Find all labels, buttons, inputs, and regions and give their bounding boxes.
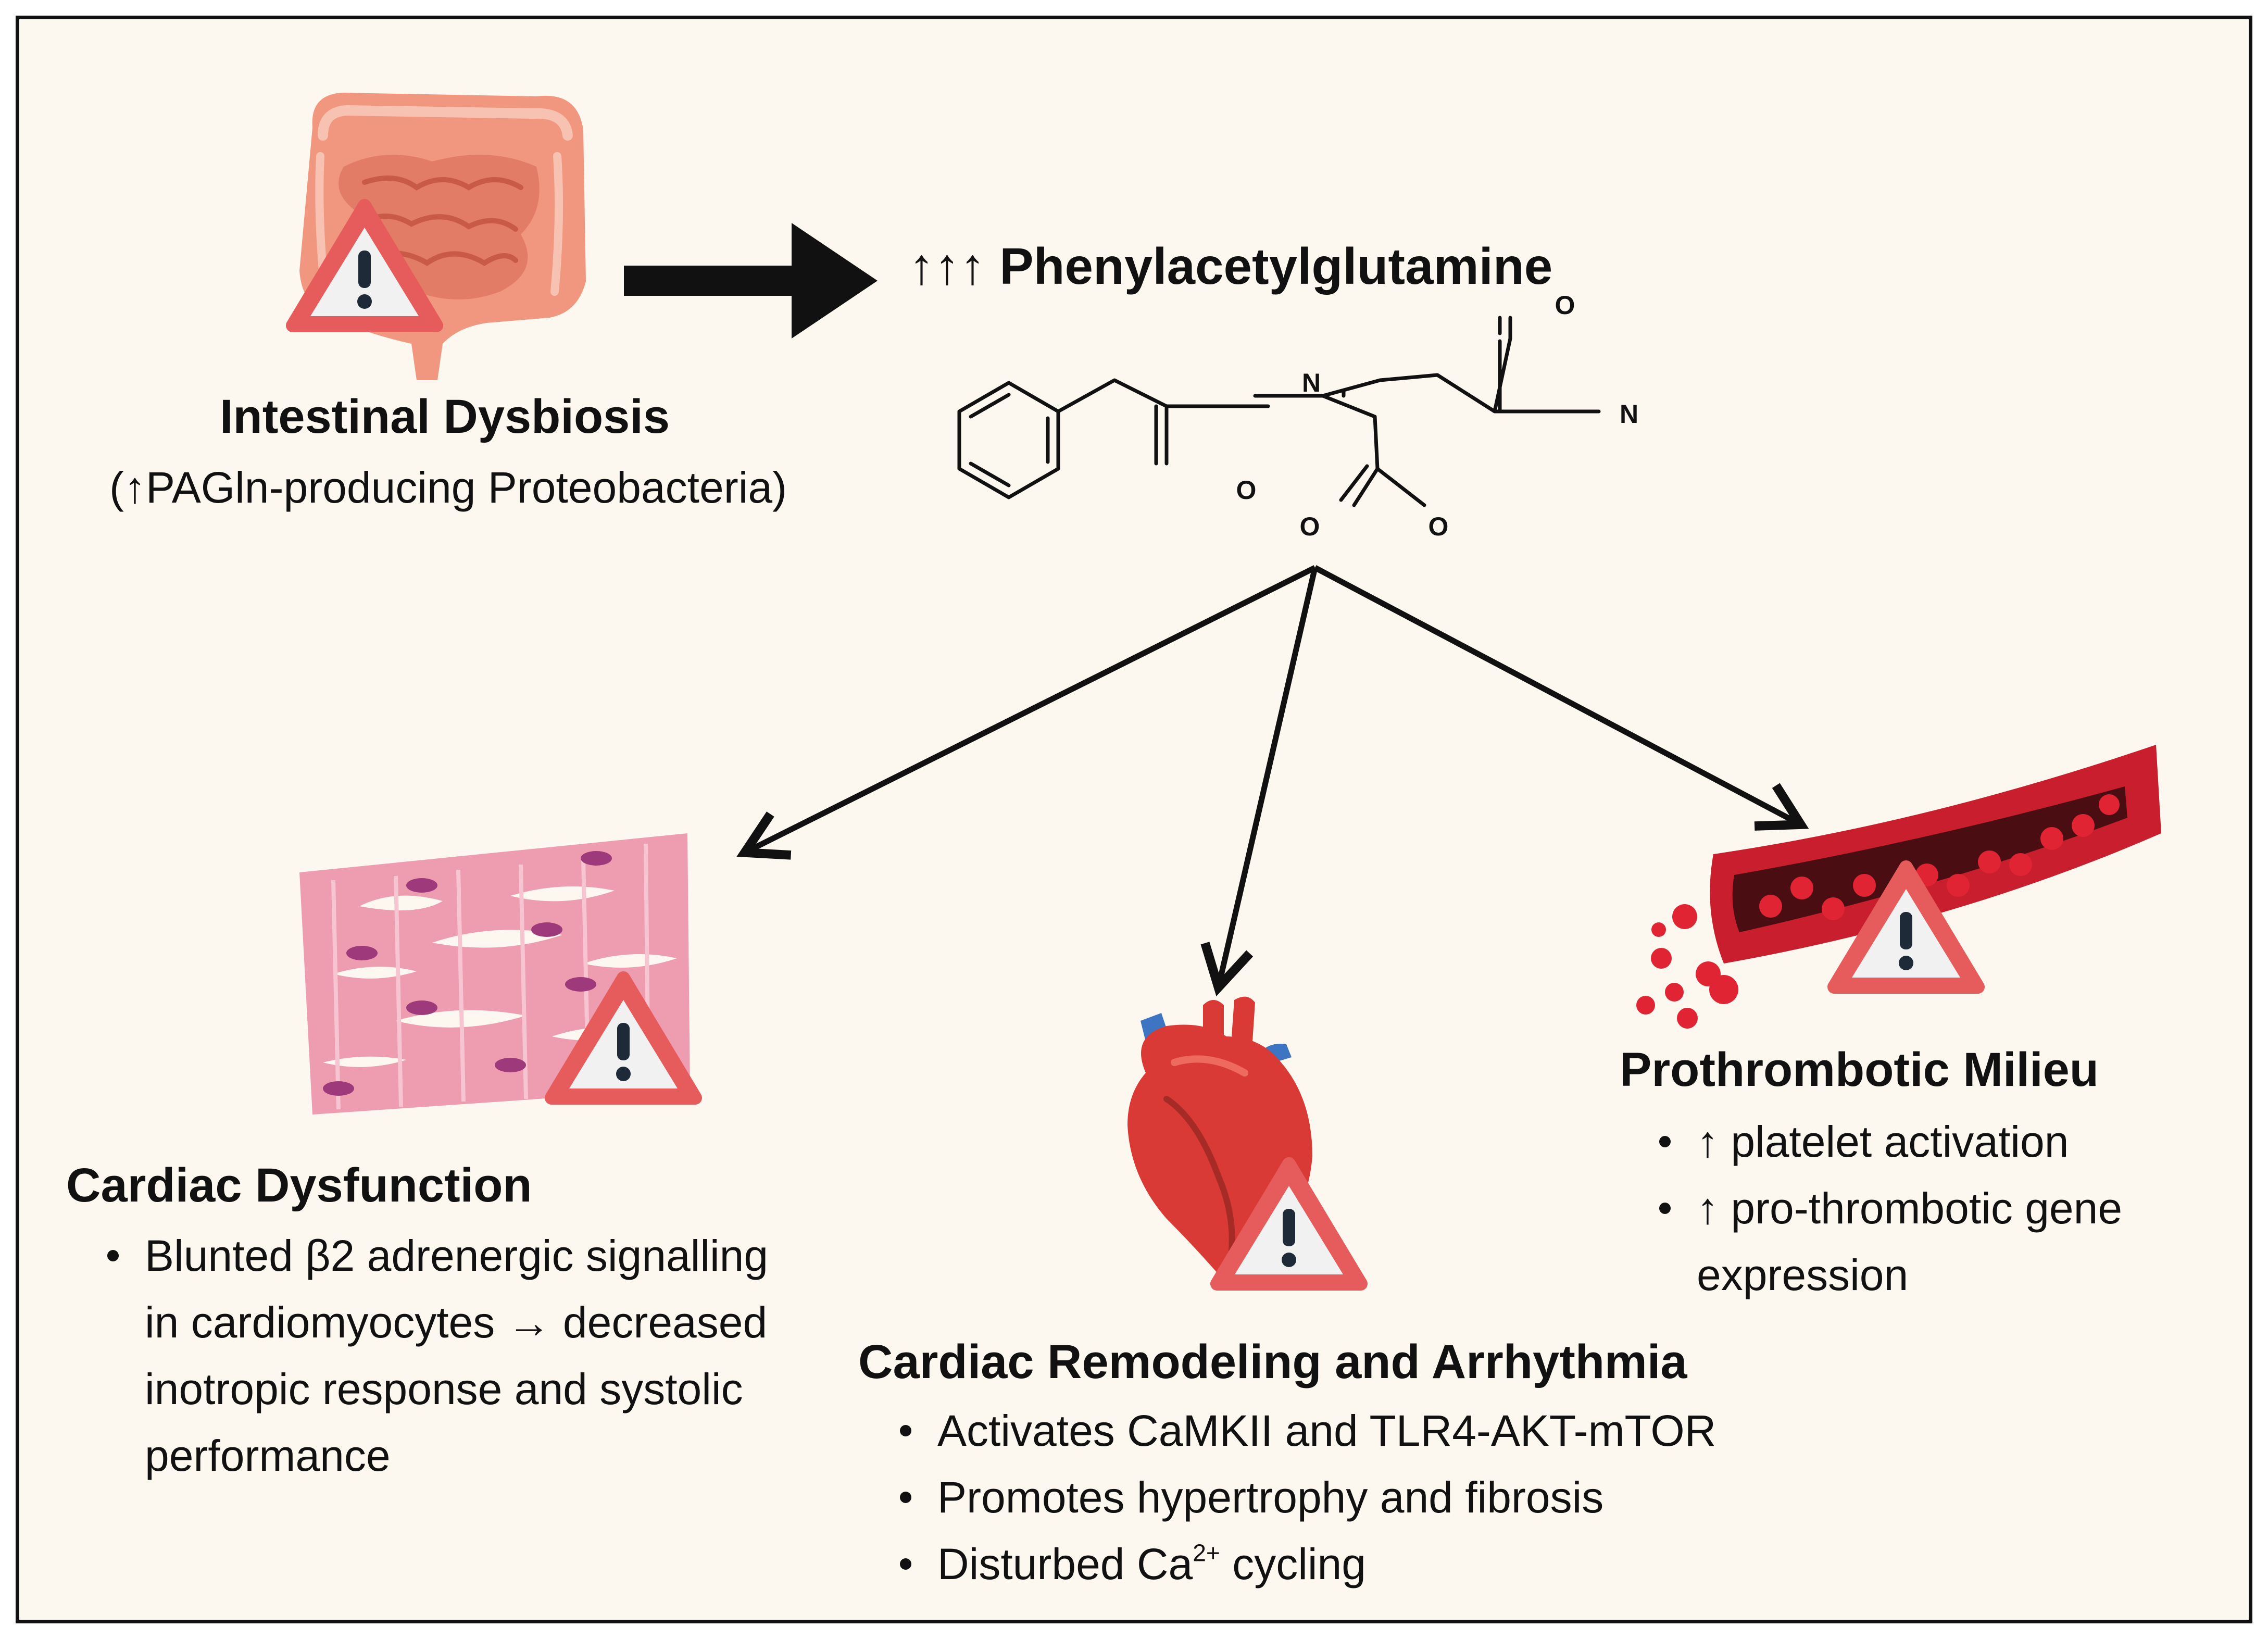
list-item-continuation: expression [1697,1250,1909,1299]
list-item-text: Disturbed Ca [937,1540,1193,1588]
phenylacetylglutamine-structure [957,316,1601,507]
blood-vessel-icon [1636,745,2161,1029]
list-item: Promotes hypertrophy and fibrosis [897,1464,1716,1531]
list-item: Disturbed Ca2+ cycling [897,1531,1716,1597]
atom-label: O [1300,512,1320,541]
list-item-continuation: inotropic response and systolic [145,1365,743,1413]
prothrombotic-list: ↑ platelet activation ↑ pro-thrombotic g… [1656,1108,2122,1308]
list-item-continuation: performance [145,1431,391,1480]
cardiac-remodeling-list: Activates CaMKII and TLR4-AKT-mTOR Promo… [897,1397,1716,1597]
list-item: Activates CaMKII and TLR4-AKT-mTOR [897,1397,1716,1464]
atom-label: O [1555,291,1575,320]
muscle-fiber-icon [299,833,695,1115]
list-item: Blunted β2 adrenergic signalling [104,1222,768,1289]
atom-label: N [1620,399,1638,429]
superscript: 2+ [1193,1539,1220,1567]
list-item: ↑ platelet activation [1656,1108,2122,1175]
intestinal-dysbiosis-subtitle: (↑PAGln-producing Proteobacteria) [109,463,787,512]
atom-label: O [1429,512,1449,541]
flow-arrow [624,223,878,339]
molecule-atom-labels: N O O N O O [1236,291,1639,541]
cardiac-remodeling-title: Cardiac Remodeling and Arrhythmia [858,1335,1687,1388]
prothrombotic-title: Prothrombotic Milieu [1620,1043,2099,1096]
list-item-text: cycling [1220,1540,1366,1588]
metabolite-title: ↑↑↑ Phenylacetylglutamine [909,237,1553,295]
atom-label: O [1236,476,1257,505]
list-item-continuation: in cardiomyocytes → decreased [145,1298,768,1347]
intestinal-dysbiosis-title: Intestinal Dysbiosis [220,390,670,443]
intestine-icon [293,93,586,380]
heart-icon [1127,996,1361,1286]
cardiac-dysfunction-title: Cardiac Dysfunction [66,1159,532,1212]
cardiac-dysfunction-list: Blunted β2 adrenergic signalling in card… [104,1222,768,1489]
branch-arrows [736,565,1809,997]
list-item: ↑ pro-thrombotic gene [1656,1175,2122,1242]
atom-label: N [1302,368,1321,397]
